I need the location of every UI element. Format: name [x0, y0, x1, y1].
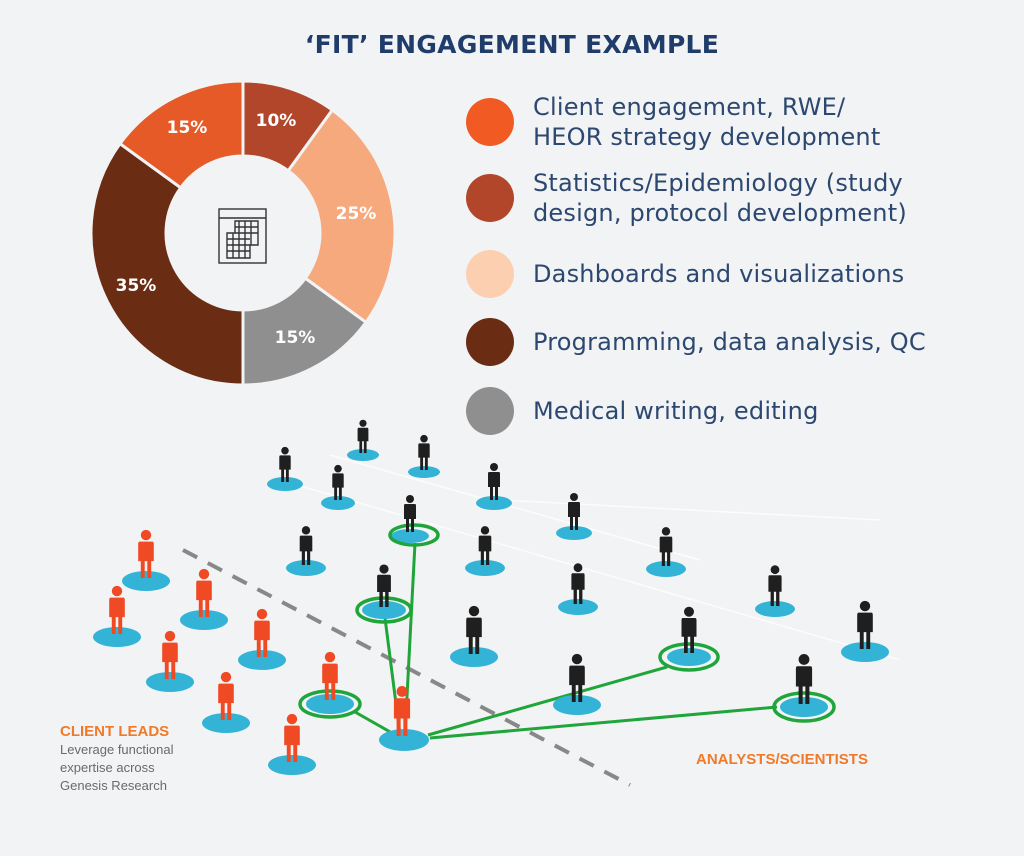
legend-label: Client engagement, RWE/ HEOR strategy de…: [533, 93, 881, 151]
legend-label: Programming, data analysis, QC: [533, 328, 926, 356]
calendar-grid-icon: [218, 208, 267, 264]
legend-item-programming: Programming, data analysis, QC: [466, 318, 926, 366]
network-illustration: [93, 419, 901, 787]
legend-label: Medical writing, editing: [533, 397, 819, 425]
analyst-bases: [93, 449, 889, 775]
legend-dot-icon: [466, 98, 514, 146]
analysts-scientists-label: ANALYSTS/SCIENTISTS: [696, 751, 868, 768]
legend-dot-icon: [466, 174, 514, 222]
legend-dot-icon: [466, 318, 514, 366]
donut-segment-client: [117, 79, 245, 190]
legend-dot-icon: [466, 387, 514, 435]
client-leads-description: Leverage functional expertise across Gen…: [60, 742, 174, 793]
legend-label: Dashboards and visualizations: [533, 260, 905, 288]
label-dashboards-pct: 25%: [336, 204, 377, 224]
client-leads-heading: CLIENT LEADS: [60, 723, 170, 740]
legend-item-dashboards: Dashboards and visualizations: [466, 250, 904, 298]
legend-dot-icon: [466, 250, 514, 298]
donut-segment-dashboards: [286, 107, 397, 325]
engagement-donut-chart: 15% 10% 25% 15% 35%: [89, 79, 397, 387]
legend-item-statistics: Statistics/Epidemiology (study design, p…: [466, 168, 907, 228]
divider-dashed-line: [182, 548, 631, 787]
highlight-rings: [298, 523, 836, 723]
label-statistics-pct: 10%: [256, 111, 297, 131]
label-programming-pct: 35%: [116, 276, 157, 296]
label-medical-pct: 15%: [275, 328, 316, 348]
legend-label: Statistics/Epidemiology (study design, p…: [533, 169, 907, 227]
client-leads-caption: CLIENT LEADS Leverage functional experti…: [60, 723, 173, 795]
donut-segment-programming: [89, 141, 245, 387]
page-title: ‘FIT’ ENGAGEMENT EXAMPLE: [304, 30, 720, 59]
label-client-pct: 15%: [167, 118, 208, 138]
legend-item-client-engagement: Client engagement, RWE/ HEOR strategy de…: [466, 92, 880, 152]
floor-grid: [279, 454, 901, 661]
analyst-figures: [279, 419, 873, 704]
legend-item-medical-writing: Medical writing, editing: [466, 387, 819, 435]
